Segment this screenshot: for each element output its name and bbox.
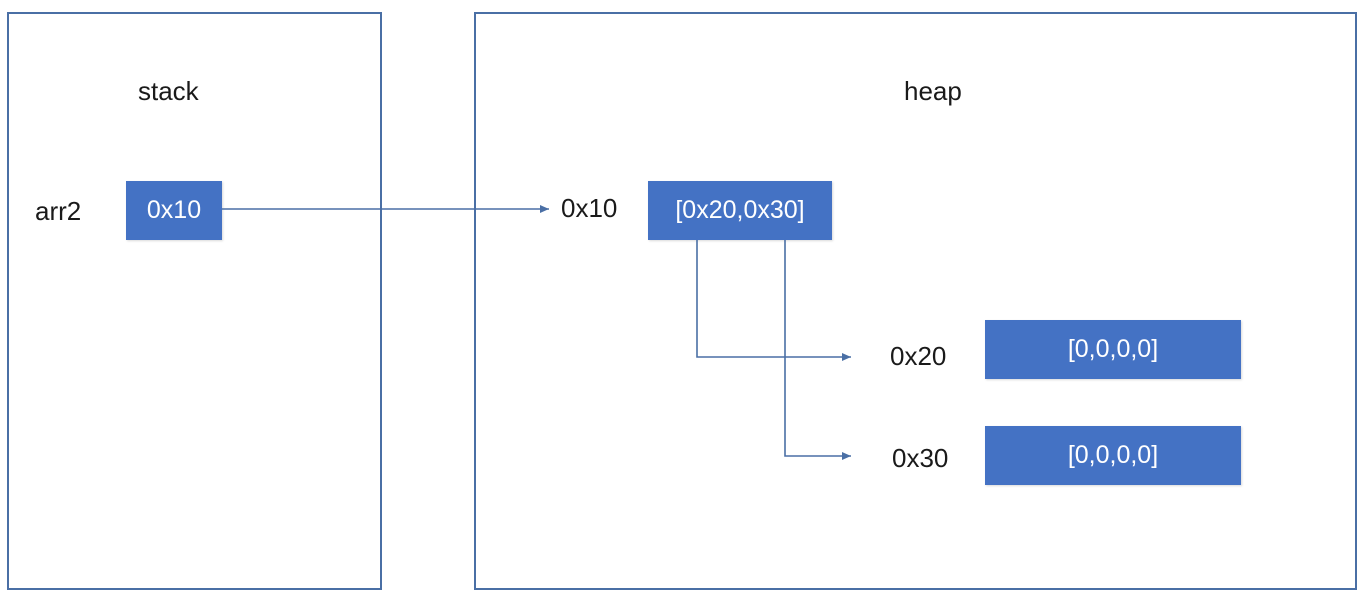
- variable-value-cell: 0x10: [126, 181, 222, 240]
- heap-block-0x30: [0,0,0,0]: [985, 426, 1241, 485]
- heap-address-0x10: 0x10: [561, 193, 618, 223]
- stack-title: stack: [138, 76, 199, 106]
- heap-address-0x20: 0x20: [890, 341, 947, 371]
- variable-name-label: arr2: [35, 196, 82, 226]
- heap-block-0x20: [0,0,0,0]: [985, 320, 1241, 379]
- heap-panel: [474, 12, 1357, 590]
- heap-block-0x10: [0x20,0x30]: [648, 181, 832, 240]
- heap-title: heap: [904, 76, 962, 106]
- stack-panel: [7, 12, 382, 590]
- heap-address-0x30: 0x30: [892, 443, 949, 473]
